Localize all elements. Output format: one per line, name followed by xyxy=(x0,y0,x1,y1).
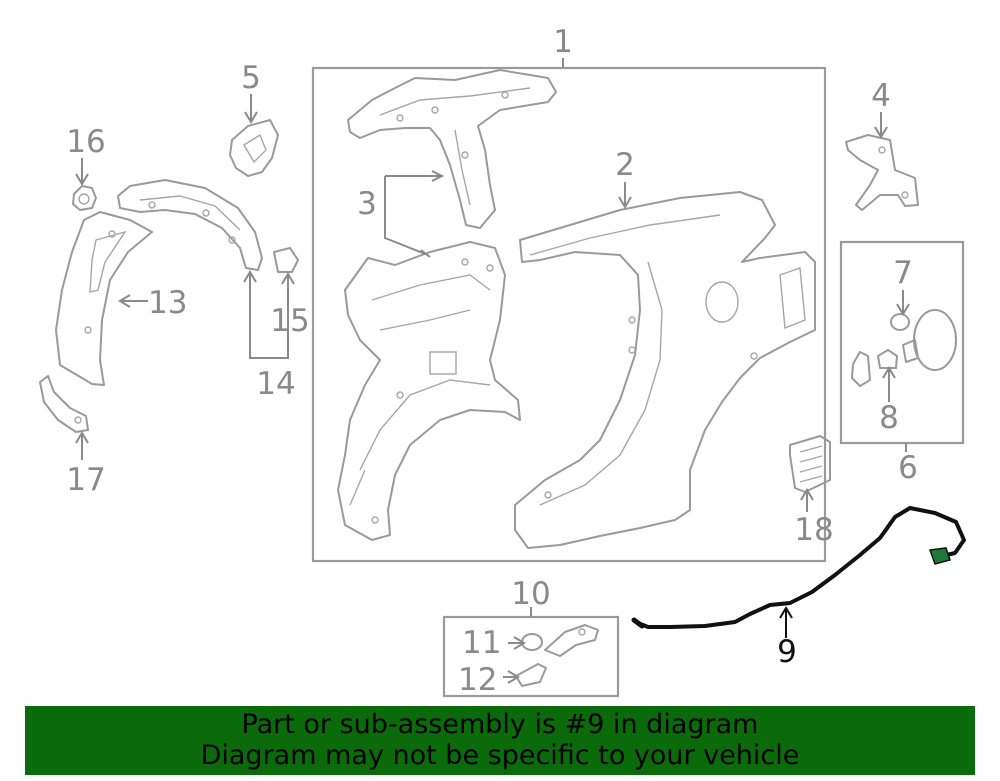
banner-line-2: Diagram may not be specific to your vehi… xyxy=(200,740,800,771)
callout-7: 7 xyxy=(893,255,913,291)
callout-10: 10 xyxy=(511,576,550,612)
banner-line-1: Part or sub-assembly is #9 in diagram xyxy=(241,709,759,740)
part-4-bracket xyxy=(845,134,919,211)
part-18-vent xyxy=(789,435,831,493)
part-3-lower-wheelhouse xyxy=(337,241,521,541)
callout-3: 3 xyxy=(357,186,377,222)
part-6-fuel-door-parts xyxy=(851,309,957,387)
part-9-release-cable xyxy=(631,506,966,629)
callout-1: 1 xyxy=(553,24,573,60)
callout-4: 4 xyxy=(871,78,891,114)
callout-16: 16 xyxy=(66,124,105,160)
callout-labels: 1 2 3 4 5 6 7 8 9 10 11 12 13 14 15 16 1… xyxy=(66,24,918,698)
info-banner: Part or sub-assembly is #9 in diagram Di… xyxy=(25,706,975,775)
part-13-splash-shield xyxy=(55,211,153,386)
callout-6: 6 xyxy=(898,450,918,486)
callout-2: 2 xyxy=(615,147,635,183)
part-15-clip xyxy=(273,247,299,273)
callout-9: 9 xyxy=(777,634,797,670)
callout-17: 17 xyxy=(66,462,105,498)
parts-diagram: 1 2 3 4 5 6 7 8 9 10 11 12 13 14 15 16 1… xyxy=(39,24,966,698)
part-17-bracket xyxy=(39,375,89,433)
group-box-6 xyxy=(839,240,965,445)
callout-13: 13 xyxy=(148,285,187,321)
part-3-upper-bracket xyxy=(347,69,557,229)
part-14-liner xyxy=(117,179,263,271)
callout-5: 5 xyxy=(241,60,261,96)
callout-11: 11 xyxy=(462,625,501,661)
part-2-quarter-panel xyxy=(514,191,816,549)
part-5-shield xyxy=(229,119,279,177)
group-box-1 xyxy=(311,66,827,563)
callout-18: 18 xyxy=(794,512,833,548)
callout-15: 15 xyxy=(270,303,309,339)
callout-14: 14 xyxy=(256,366,295,402)
leader-lines xyxy=(75,58,910,684)
part-16-nut xyxy=(72,185,97,211)
callout-8: 8 xyxy=(879,400,899,436)
callout-12: 12 xyxy=(458,662,497,698)
part-10-latch-parts xyxy=(515,624,599,687)
